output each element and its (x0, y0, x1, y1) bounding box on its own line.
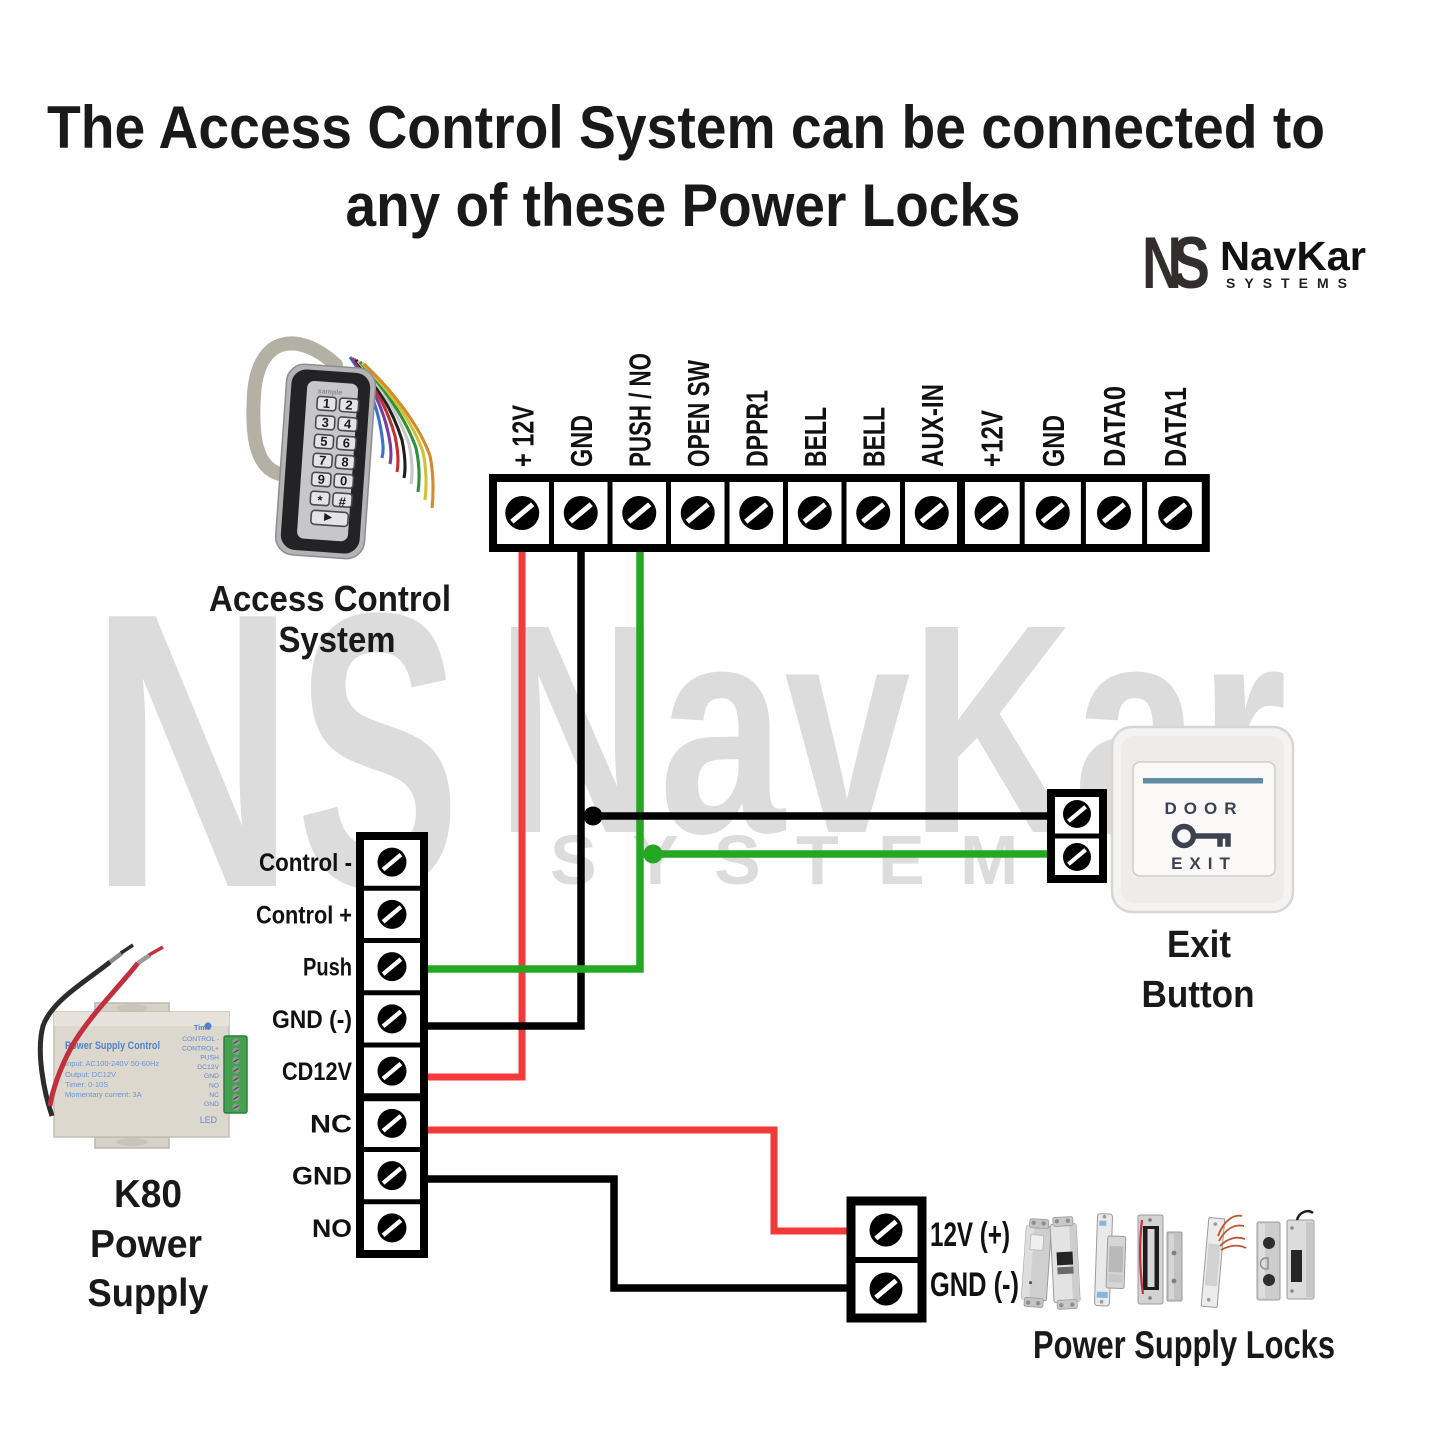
svg-text:0: 0 (340, 473, 348, 488)
svg-text:The Access Control System can: The Access Control System can be connect… (47, 94, 1325, 161)
svg-text:5: 5 (320, 434, 328, 449)
svg-text:6: 6 (342, 435, 350, 450)
svg-text:Momentary current: 3A: Momentary current: 3A (65, 1090, 143, 1099)
svg-text:GND: GND (204, 1101, 219, 1108)
svg-text:sample: sample (317, 387, 342, 397)
svg-text:CD12V: CD12V (282, 1058, 352, 1086)
svg-text:OPEN SW: OPEN SW (681, 359, 716, 467)
svg-text:Control -: Control - (259, 849, 352, 877)
svg-text:Timer: 0-10S: Timer: 0-10S (65, 1080, 108, 1089)
svg-text:CONTROL -: CONTROL - (182, 1036, 219, 1043)
svg-text:PUSH / NO: PUSH / NO (622, 353, 657, 467)
svg-text:PUSH: PUSH (200, 1055, 219, 1062)
svg-text:CONTROL+: CONTROL+ (182, 1045, 219, 1052)
svg-text:*: * (317, 493, 324, 508)
svg-text:SYSTEMS: SYSTEMS (1226, 275, 1356, 291)
svg-text:Push: Push (303, 954, 352, 982)
svg-text:NO: NO (209, 1083, 219, 1090)
svg-text:NO: NO (312, 1215, 352, 1243)
svg-text:#: # (338, 494, 347, 510)
svg-text:Power Supply Locks: Power Supply Locks (1033, 1324, 1335, 1367)
svg-text:GND (-): GND (-) (930, 1266, 1019, 1304)
svg-text:3: 3 (321, 415, 329, 430)
svg-text:Power Supply Control: Power Supply Control (65, 1040, 160, 1052)
svg-text:BELL: BELL (856, 407, 891, 467)
svg-text:DATA0: DATA0 (1097, 386, 1132, 467)
svg-text:1: 1 (322, 396, 330, 411)
svg-text:Supply: Supply (88, 1272, 209, 1315)
svg-text:DPPR1: DPPR1 (739, 390, 774, 467)
svg-text:4: 4 (344, 416, 353, 432)
svg-text:+12V: +12V (975, 410, 1010, 467)
svg-text:Input: AC100-240V 50-60Hz: Input: AC100-240V 50-60Hz (65, 1059, 159, 1068)
svg-text:LED: LED (200, 1115, 217, 1125)
svg-text:GND: GND (292, 1163, 352, 1191)
svg-text:NC: NC (209, 1092, 219, 1099)
svg-text:GND: GND (1036, 415, 1071, 467)
svg-text:Time: Time (194, 1024, 211, 1032)
svg-text:N: N (90, 532, 295, 970)
svg-text:12V (+): 12V (+) (930, 1216, 1010, 1254)
svg-text:Control +: Control + (256, 901, 352, 929)
svg-text:Output: DC12V: Output: DC12V (65, 1070, 116, 1079)
svg-text:EXIT: EXIT (1171, 854, 1237, 873)
svg-text:9: 9 (317, 471, 325, 486)
svg-text:Button: Button (1142, 974, 1255, 1016)
svg-text:NavKar: NavKar (1220, 233, 1366, 279)
svg-text:S: S (550, 821, 597, 899)
svg-text:N: N (1142, 223, 1182, 304)
svg-text:S: S (1172, 223, 1210, 304)
svg-text:GND (-): GND (-) (272, 1006, 352, 1034)
svg-text:GND: GND (564, 415, 599, 467)
svg-text:M: M (960, 821, 1018, 899)
svg-text:8: 8 (341, 454, 349, 469)
svg-text:+ 12V: + 12V (505, 405, 540, 467)
svg-text:AUX-IN: AUX-IN (915, 384, 950, 467)
svg-text:System: System (279, 619, 396, 660)
svg-text:T: T (796, 821, 839, 899)
svg-text:2: 2 (345, 397, 353, 412)
svg-text:7: 7 (318, 453, 326, 468)
svg-text:Power: Power (90, 1223, 202, 1266)
svg-text:GND: GND (204, 1073, 219, 1080)
svg-text:DOOR: DOOR (1165, 799, 1244, 818)
svg-text:Access Control: Access Control (209, 578, 451, 619)
svg-text:NC: NC (310, 1110, 352, 1138)
svg-text:DATA1: DATA1 (1158, 387, 1193, 467)
svg-text:E: E (878, 821, 925, 899)
svg-text:S: S (714, 821, 761, 899)
svg-text:any of these Power Locks: any of these Power Locks (346, 172, 1021, 239)
svg-text:K80: K80 (114, 1173, 182, 1216)
svg-text:BELL: BELL (798, 407, 833, 467)
svg-text:DC12V: DC12V (197, 1064, 219, 1071)
svg-text:Exit: Exit (1167, 924, 1231, 966)
